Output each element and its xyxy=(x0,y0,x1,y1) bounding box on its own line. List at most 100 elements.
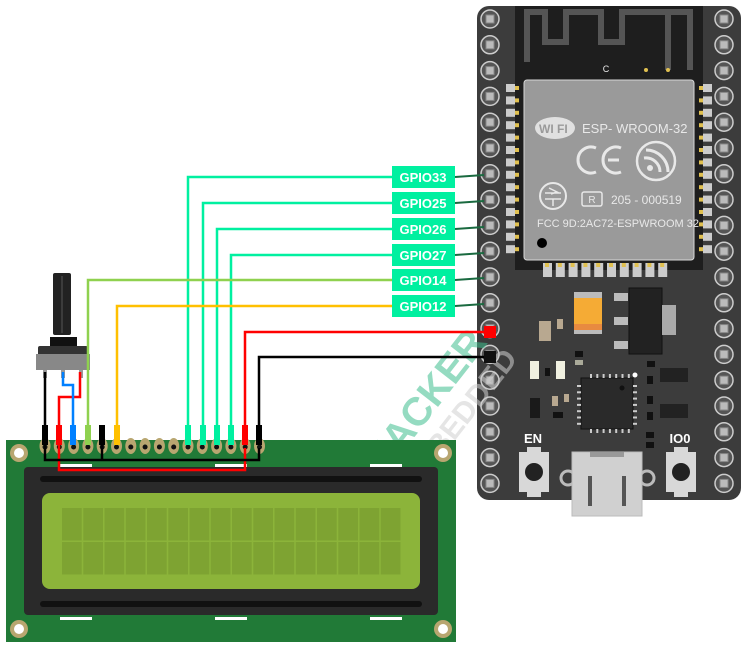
header-pin-left[interactable] xyxy=(480,293,500,313)
header-pin-right[interactable] xyxy=(714,370,734,390)
header-pin-left[interactable] xyxy=(480,112,500,132)
header-pin-right[interactable] xyxy=(714,267,734,287)
header-pin-left[interactable] xyxy=(480,267,500,287)
wire-plug xyxy=(242,425,248,445)
module-pad-solder xyxy=(583,263,588,267)
header-pin-right[interactable] xyxy=(714,215,734,236)
lcd-char-cell xyxy=(210,508,231,541)
lcd-header-hole xyxy=(214,444,220,450)
chip-pin xyxy=(596,429,599,433)
header-pin-right[interactable] xyxy=(714,35,734,55)
pin1-dot xyxy=(537,238,547,248)
header-pin-right[interactable] xyxy=(714,138,734,158)
gpio-label-gpio26: GPIO26 xyxy=(392,218,455,240)
smd-part xyxy=(552,396,558,406)
header-pin-right[interactable] xyxy=(714,318,734,339)
header-pin-right[interactable] xyxy=(714,344,734,365)
header-pin-right[interactable] xyxy=(714,447,734,468)
smd-part xyxy=(646,432,654,438)
header-pin-right[interactable] xyxy=(714,293,734,313)
header-pin-right[interactable] xyxy=(714,86,734,107)
chip-pin xyxy=(627,429,630,433)
module-pad xyxy=(506,232,515,241)
chip-pins xyxy=(577,374,637,433)
lcd-char-cell xyxy=(232,508,252,541)
header-pin-left[interactable] xyxy=(480,396,500,416)
lcd-header-hole xyxy=(185,444,191,450)
pot-body xyxy=(36,354,90,370)
wire-plug xyxy=(114,425,120,445)
module-pad xyxy=(581,263,591,277)
header-pin-right[interactable] xyxy=(714,396,734,416)
chip-pin xyxy=(577,422,581,425)
espressif-logo-icon xyxy=(635,140,677,182)
header-pin-left[interactable] xyxy=(480,60,500,81)
module-pad-solder xyxy=(634,263,639,267)
header-pin-left[interactable] xyxy=(480,138,500,158)
en-button[interactable] xyxy=(519,447,549,497)
chip-pin xyxy=(633,422,637,425)
io0-button[interactable] xyxy=(666,447,696,497)
chip-marker xyxy=(632,372,638,378)
lcd-char-cell xyxy=(338,508,358,541)
header-pin-right[interactable] xyxy=(714,112,734,132)
lcd-char-cell xyxy=(274,508,295,541)
header-pin-right[interactable] xyxy=(714,164,734,184)
header-pin-left[interactable] xyxy=(480,189,500,210)
chip-pin xyxy=(633,403,637,406)
smd-part xyxy=(575,351,583,357)
chip-pin xyxy=(615,374,618,378)
header-pin-left[interactable] xyxy=(480,35,500,55)
wire-gnd-bus xyxy=(43,372,261,462)
header-pin-left[interactable] xyxy=(480,86,500,107)
lcd-char-cell xyxy=(380,508,401,541)
regulator-pin xyxy=(614,317,628,325)
lcd-char-cell xyxy=(380,542,401,575)
lcd-char-cell xyxy=(104,542,125,575)
chip-pin xyxy=(577,397,581,400)
module-pad xyxy=(703,121,712,130)
header-pin-left[interactable] xyxy=(480,447,500,468)
module-pad-solder xyxy=(660,263,665,267)
lcd-screen xyxy=(42,493,420,589)
wire-gpio33 xyxy=(186,175,392,435)
module-pad xyxy=(506,170,515,179)
smd-part xyxy=(545,368,550,376)
header-pin-left[interactable] xyxy=(480,241,500,261)
lcd-char-cell xyxy=(189,542,210,575)
header-pin-right[interactable] xyxy=(714,241,734,261)
wire-gpio27 xyxy=(229,253,392,435)
header-pin-right[interactable] xyxy=(714,60,734,81)
header-pin-left[interactable] xyxy=(480,370,500,390)
capacitor xyxy=(539,321,551,341)
micro-usb-port[interactable] xyxy=(559,451,656,517)
header-pin-right[interactable] xyxy=(714,189,734,210)
lcd-char-cell xyxy=(83,542,103,575)
chip-pin xyxy=(590,374,592,378)
header-pin-left[interactable] xyxy=(480,9,500,29)
potentiometer[interactable] xyxy=(36,273,90,378)
pot-body-top xyxy=(38,346,88,356)
lcd-char-cell xyxy=(359,542,380,575)
lcd-char-cell xyxy=(253,508,273,541)
module-pad-solder xyxy=(699,135,703,140)
gpio-label-gpio25: GPIO25 xyxy=(392,192,455,214)
header-pin-right[interactable] xyxy=(714,473,734,494)
header-pin-left[interactable] xyxy=(480,215,500,236)
module-pad xyxy=(506,146,515,154)
vin-pin-marker xyxy=(484,326,496,338)
lcd-header-hole xyxy=(199,444,205,450)
header-pin-left[interactable] xyxy=(480,422,500,442)
header-pin-right[interactable] xyxy=(714,9,734,29)
bezel-groove xyxy=(40,601,422,607)
header-pin-right[interactable] xyxy=(714,422,734,442)
lcd-header-hole xyxy=(171,444,177,450)
smd-part xyxy=(647,376,653,384)
module-pad xyxy=(703,232,712,241)
module-pad xyxy=(645,263,655,277)
registered-mark-box xyxy=(581,191,603,207)
header-pin-left[interactable] xyxy=(480,164,500,184)
registered-mark: R xyxy=(588,195,595,206)
header-pin-left[interactable] xyxy=(480,473,500,494)
lcd-header-hole xyxy=(128,444,134,450)
